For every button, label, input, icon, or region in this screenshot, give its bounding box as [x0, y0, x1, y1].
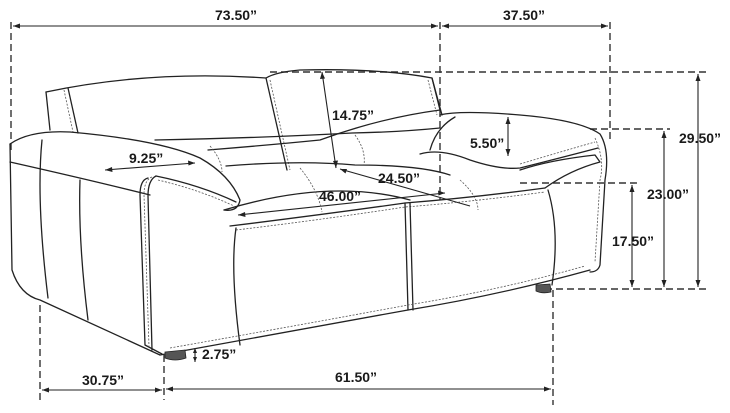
- overall-depth-label: 37.50”: [503, 7, 546, 23]
- sofa-outline: [9, 69, 608, 356]
- arm-height-label: 23.00”: [647, 186, 690, 202]
- dimension-arrows: [13, 23, 701, 393]
- extension-lines: [10, 22, 710, 405]
- seat-height-label: 17.50”: [612, 233, 655, 249]
- back-cushion-height-label: 14.75”: [332, 107, 375, 123]
- seat-width-label: 46.00”: [319, 188, 362, 204]
- side-depth-label: 30.75”: [82, 372, 125, 388]
- overall-width-label: 73.50”: [215, 7, 258, 23]
- arm-width-label: 9.25”: [129, 150, 164, 166]
- seat-depth-label: 24.50”: [378, 170, 421, 186]
- arm-to-seat-label: 5.50”: [470, 135, 505, 151]
- front-width-label: 61.50”: [335, 369, 378, 385]
- overall-height-label: 29.50”: [679, 130, 722, 146]
- leg-height-label: 2.75”: [202, 346, 237, 362]
- sofa-feet: [164, 283, 552, 361]
